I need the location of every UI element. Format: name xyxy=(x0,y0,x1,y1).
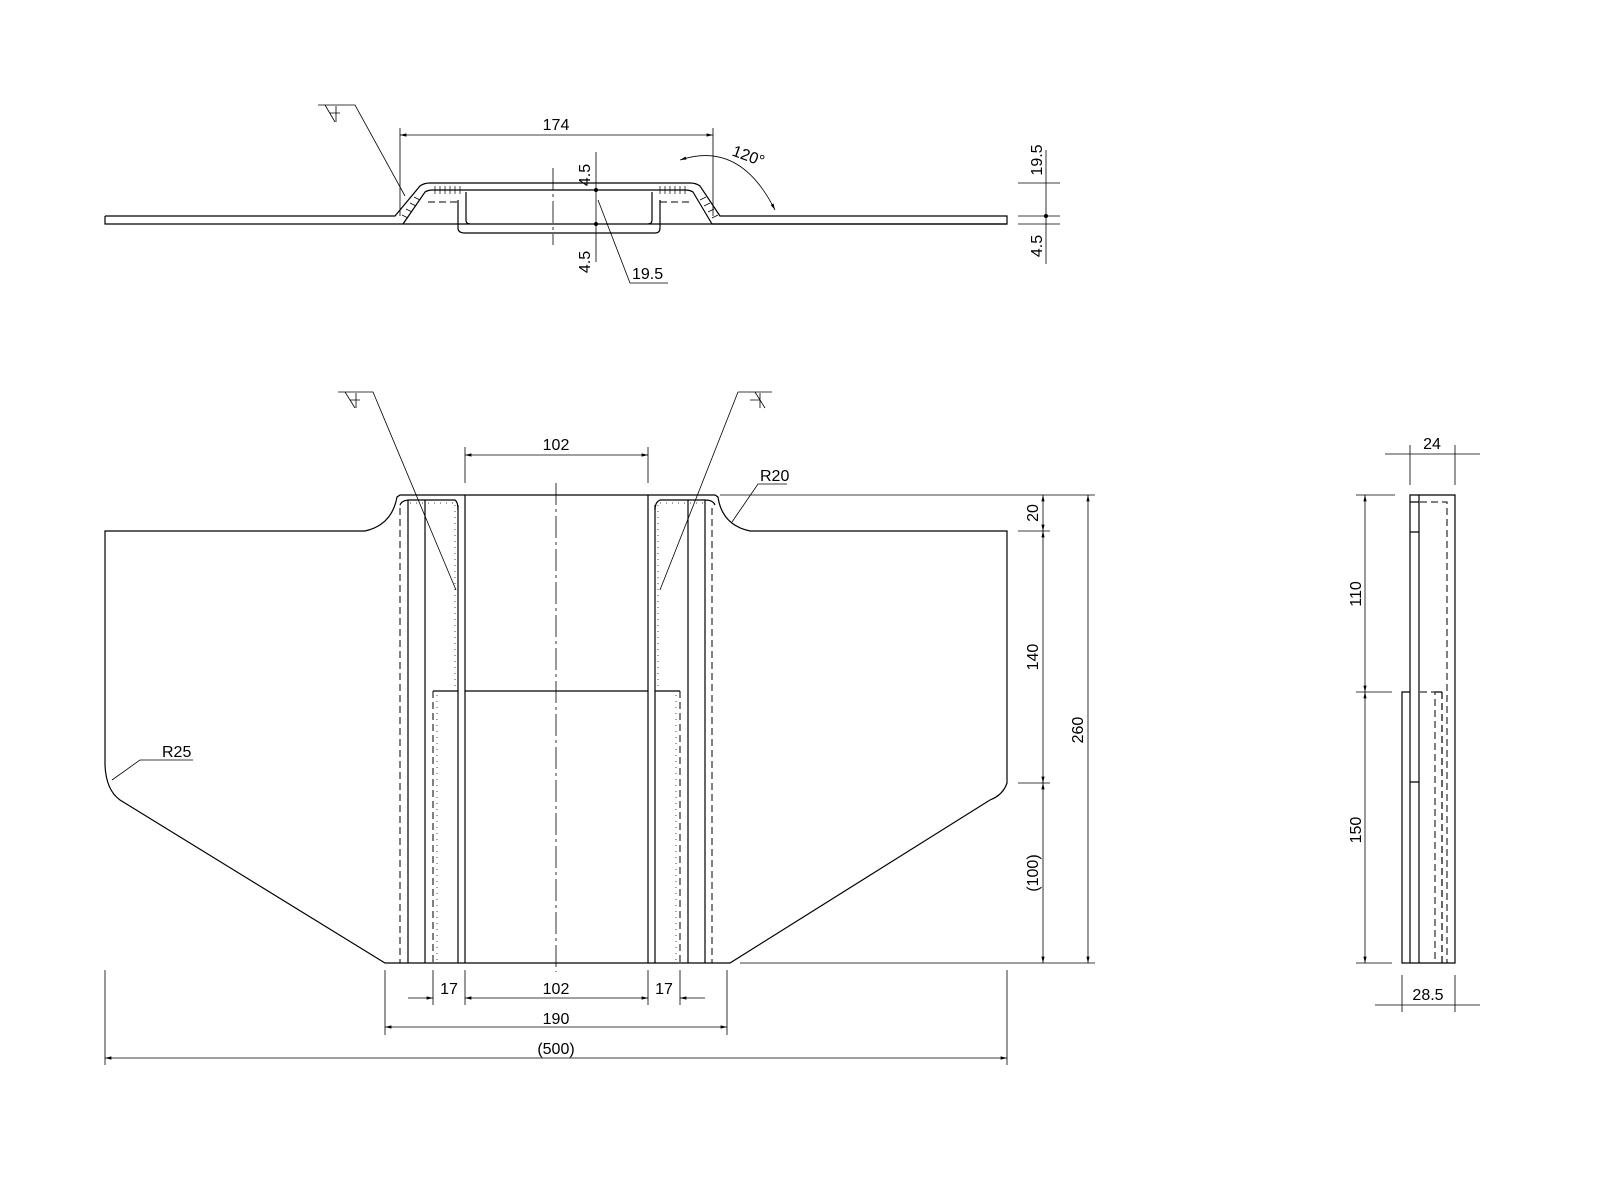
angle-arc xyxy=(679,155,776,211)
radius-left-label: R25 xyxy=(162,744,191,761)
top-plate-outline xyxy=(104,182,1008,225)
thickness-right-label: 4.5 xyxy=(1029,235,1046,257)
leader-r25 xyxy=(111,759,193,781)
leader-r20 xyxy=(731,483,787,523)
dim-top-inner-label: 102 xyxy=(543,437,570,454)
side-outline xyxy=(1401,494,1456,964)
dim-overall-height-label: 260 xyxy=(1070,717,1087,744)
weld-symbol-left-icon xyxy=(338,391,457,591)
weld-hatching xyxy=(410,502,705,963)
weld-symbol-icon xyxy=(318,104,406,197)
dim-top-width-label: 24 xyxy=(1423,436,1441,453)
channel-inner xyxy=(465,192,653,225)
dim-bottom-inner-label: 102 xyxy=(543,981,570,998)
front-view: 102 R20 R25 20 140 (100) 260 17 102 17 1… xyxy=(104,391,1095,1065)
side-hidden-lines xyxy=(1420,501,1448,964)
weld-symbol-right-icon xyxy=(659,391,772,591)
radius-top-label: R20 xyxy=(760,468,789,485)
leader-depth-label: 19.5 xyxy=(632,266,663,283)
top-view: 174 120° 4.5 4.5 19.5 19.5 4.5 xyxy=(104,104,1060,284)
dim-middle-label: 140 xyxy=(1025,644,1042,671)
dim-lower-label: 150 xyxy=(1348,817,1365,844)
dim-base-label: 190 xyxy=(543,1011,570,1028)
dim-flange-left-label: 17 xyxy=(440,981,458,998)
dim-top-step-label: 20 xyxy=(1025,504,1042,522)
flange-lines xyxy=(407,495,706,963)
weld-hatching xyxy=(401,186,719,219)
dim-lower-ref-label: (100) xyxy=(1025,854,1042,891)
side-view: 24 110 150 28.5 xyxy=(1348,436,1480,1012)
plate-outline xyxy=(104,494,1008,964)
dim-bottom-width-label: 28.5 xyxy=(1412,987,1443,1004)
angle-label: 120° xyxy=(730,143,767,170)
dim-upper-label: 110 xyxy=(1348,581,1365,607)
leader-19-5 xyxy=(597,199,668,284)
lower-thickness-label: 4.5 xyxy=(577,251,594,273)
height-right-label: 19.5 xyxy=(1029,144,1046,175)
dim-width-label: 174 xyxy=(543,117,570,134)
bump-inner xyxy=(402,189,713,225)
channel-outer xyxy=(457,200,661,234)
dim-flange-right-label: 17 xyxy=(655,981,673,998)
upper-thickness-label: 4.5 xyxy=(577,164,594,186)
flange-corners xyxy=(399,499,716,511)
dim-overall-width-label: (500) xyxy=(537,1041,574,1058)
